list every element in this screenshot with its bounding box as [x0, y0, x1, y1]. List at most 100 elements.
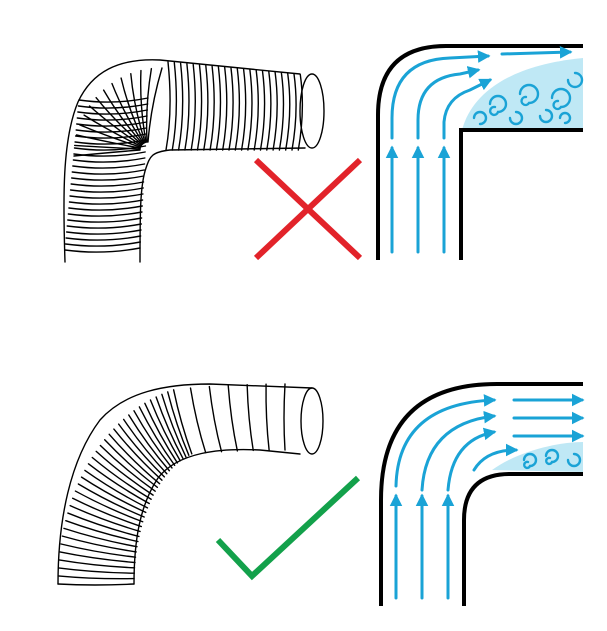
hose-corrugation: [60, 543, 137, 558]
hose-corrugation: [278, 72, 285, 151]
hose-corrugation: [59, 551, 136, 564]
hose-corrugation: [66, 223, 142, 229]
flexible-duct-tight-bend: [63, 59, 325, 263]
flexible-duct-gentle-bend: [57, 383, 324, 586]
hose-corrugation: [272, 71, 278, 151]
hose-corrugation: [253, 69, 259, 151]
green-checkmark-icon: [215, 475, 361, 581]
hose-corrugation: [155, 396, 184, 460]
hose-corrugation: [72, 157, 146, 163]
gradual-curve-duct: [379, 382, 585, 606]
hose-corrugation: [222, 66, 228, 151]
flow-arrows-smooth: [389, 393, 585, 600]
flow-arrows-turbulent: [385, 45, 573, 254]
hose-corrugation: [165, 61, 171, 151]
turbulence-swirls: [472, 71, 584, 126]
hose-corrugation: [61, 535, 137, 553]
hose-corrugation: [79, 124, 142, 148]
hose-corrugation: [99, 444, 156, 492]
turbulence-zone: [492, 442, 583, 472]
hose-corrugation: [71, 169, 145, 175]
hose-corrugation: [209, 65, 215, 151]
hose-corrugation: [69, 193, 144, 199]
hose-corrugation: [161, 393, 187, 458]
hose-corrugation: [130, 73, 146, 144]
hose-corrugation: [65, 519, 139, 543]
hose-corrugation: [57, 583, 135, 586]
hose-corrugation: [74, 490, 144, 523]
hose-corrugation: [75, 127, 148, 133]
hose-corrugation: [78, 97, 149, 103]
hose-corrugation: [80, 476, 147, 514]
hose-corrugation: [240, 68, 247, 151]
hose-corrugation: [196, 64, 203, 151]
hose-corrugation: [120, 77, 145, 144]
duct-inner-wall: [462, 472, 583, 606]
hose-corrugation: [77, 109, 149, 115]
hose-corrugation: [63, 527, 138, 548]
hose-corrugation: [65, 229, 142, 235]
hose-corrugation: [69, 504, 141, 533]
sharp-elbow-duct: [376, 44, 584, 260]
hose-corrugation: [88, 105, 143, 147]
hose-corrugation: [58, 559, 136, 569]
hose-corrugation: [228, 67, 234, 151]
hose-corrugation: [84, 469, 149, 509]
hose-corrugation: [259, 70, 266, 151]
duct-inner-wall: [459, 128, 583, 260]
panel-gradual-bend: [57, 382, 585, 606]
hose-corrugation: [203, 64, 209, 151]
hose-corrugation: [91, 456, 152, 500]
hose-corrugation: [64, 241, 142, 247]
panel-sharp-bend: [63, 44, 584, 263]
red-cross-icon: [253, 157, 363, 261]
hose-corrugation: [113, 428, 163, 481]
hose-corrugation: [285, 72, 291, 151]
hose-corrugation: [71, 497, 143, 528]
hose-corrugation: [72, 163, 146, 169]
hose-corrugation: [171, 61, 178, 151]
hose-corrugation: [283, 383, 286, 451]
hose-corrugation: [184, 63, 190, 151]
hose-corrugation: [149, 399, 181, 462]
hose-corrugation: [87, 463, 150, 505]
hose-corrugation: [68, 199, 144, 205]
hose-corrugation: [145, 67, 153, 143]
hose-corrugation: [74, 139, 147, 145]
hose-corrugation: [172, 389, 193, 455]
duct-outer-wall: [379, 382, 583, 606]
hose-corrugation: [95, 96, 143, 146]
hose-corrugation: [73, 144, 141, 150]
hose-corrugation: [147, 67, 163, 143]
hose-corrugation: [83, 114, 142, 147]
hose-corrugation: [266, 70, 272, 151]
hose-corrugation: [177, 62, 184, 151]
hose-corrugation: [128, 414, 171, 472]
hose-corrugation: [108, 433, 161, 485]
hose-corrugation: [57, 567, 135, 574]
hose-corrugation: [111, 82, 145, 145]
hose-corrugation: [67, 211, 143, 217]
hose-corrugation: [67, 512, 140, 538]
hose-corrugation: [133, 410, 173, 469]
hose-corrugation: [104, 439, 159, 489]
hose-corrugation: [167, 391, 190, 456]
hose-corrugation: [76, 115, 148, 121]
minor-turbulence-swirls: [522, 448, 582, 470]
hose-corrugation: [144, 402, 179, 464]
hose-corrugation: [140, 69, 147, 143]
hose-corrugation: [234, 67, 241, 151]
hose-corrugation: [70, 181, 145, 187]
hose-corrugation: [64, 247, 141, 253]
hose-corrugation: [117, 423, 166, 478]
hose-corrugation: [76, 121, 148, 127]
hose-corrugation: [246, 383, 254, 452]
hose-corrugation: [73, 149, 141, 157]
hose-corrugation: [69, 187, 144, 193]
hose-corrugation: [57, 575, 135, 580]
hose-corrugation: [190, 63, 196, 151]
hose-corrugation: [122, 418, 168, 475]
hose-corrugation: [265, 383, 270, 451]
